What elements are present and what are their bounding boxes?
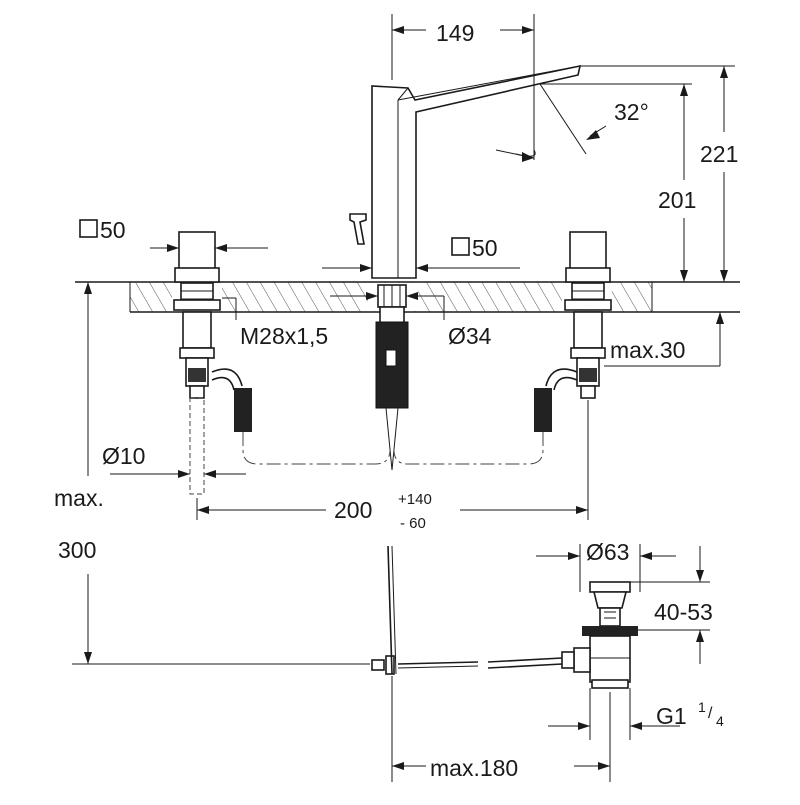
dim-spacing-minus: - 60 xyxy=(400,515,426,532)
dim-spout-square: 50 xyxy=(472,235,498,261)
dim-max-reach: max.180 xyxy=(430,755,518,781)
dim-max-value: 300 xyxy=(58,537,96,563)
dim-hose-diameter: Ø10 xyxy=(102,443,145,469)
dim-drain-diameter: Ø63 xyxy=(586,539,629,565)
dim-drain-height: 40-53 xyxy=(654,599,713,625)
dim-spout-angle: 32° xyxy=(614,99,649,125)
dim-spout-reach: 149 xyxy=(436,20,474,46)
dim-drain-thread: G1 xyxy=(656,703,687,729)
dim-spout-height: 201 xyxy=(658,187,696,213)
dim-handle-square: 50 xyxy=(100,217,126,243)
right-handle-valve xyxy=(534,231,612,432)
dim-total-height: 221 xyxy=(700,141,738,167)
dim-spacing-plus: +140 xyxy=(398,491,432,508)
dim-max-deck: max.30 xyxy=(610,337,685,363)
dim-max-label: max. xyxy=(54,485,104,511)
dim-hole-diameter: Ø34 xyxy=(448,323,492,349)
dim-spacing: 200 xyxy=(334,497,372,523)
dimension-labels: 149 32° 221 201 50 50 M28x1,5 Ø34 max.30… xyxy=(54,20,738,781)
dim-drain-thread-num: 1 xyxy=(698,699,706,715)
dim-thread: M28x1,5 xyxy=(240,323,328,349)
square-symbol-icon xyxy=(451,237,470,256)
drain-assembly xyxy=(371,545,638,689)
dim-drain-thread-den: 4 xyxy=(716,713,724,729)
fraction-slash: / xyxy=(708,705,713,722)
left-handle-valve xyxy=(173,231,252,495)
square-symbol-icon xyxy=(79,219,98,238)
dimension-lines xyxy=(72,14,740,782)
